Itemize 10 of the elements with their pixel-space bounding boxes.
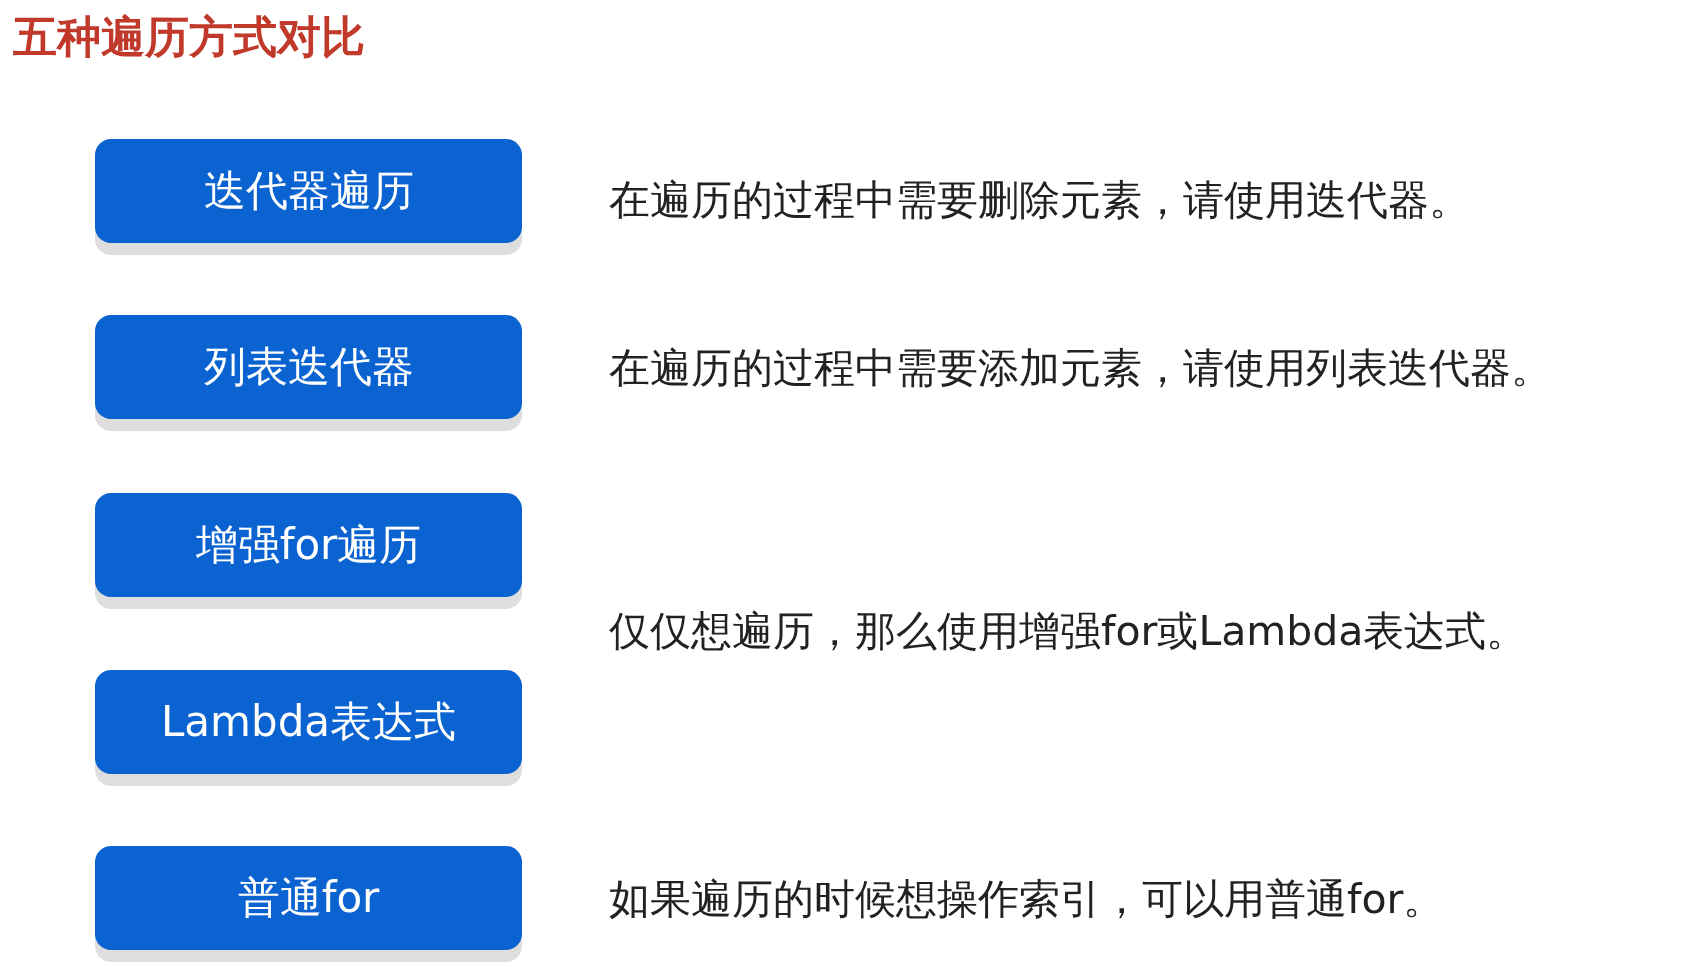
method-name: 迭代器遍历: [203, 165, 414, 217]
usage-note: 仅仅想遍历，那么使用增强for或Lambda表达式。: [609, 605, 1528, 657]
method-name: 增强for遍历: [195, 519, 422, 571]
title: 五种遍历方式对比: [13, 10, 365, 64]
usage-note: 如果遍历的时候想操作索引，可以用普通for。: [609, 873, 1445, 925]
method-name: 列表迭代器: [203, 341, 414, 393]
usage-note: 在遍历的过程中需要删除元素，请使用迭代器。: [609, 174, 1470, 226]
method-name: 普通for: [237, 872, 380, 924]
method-name: Lambda表达式: [160, 696, 457, 748]
usage-note: 在遍历的过程中需要添加元素，请使用列表迭代器。: [609, 342, 1552, 394]
